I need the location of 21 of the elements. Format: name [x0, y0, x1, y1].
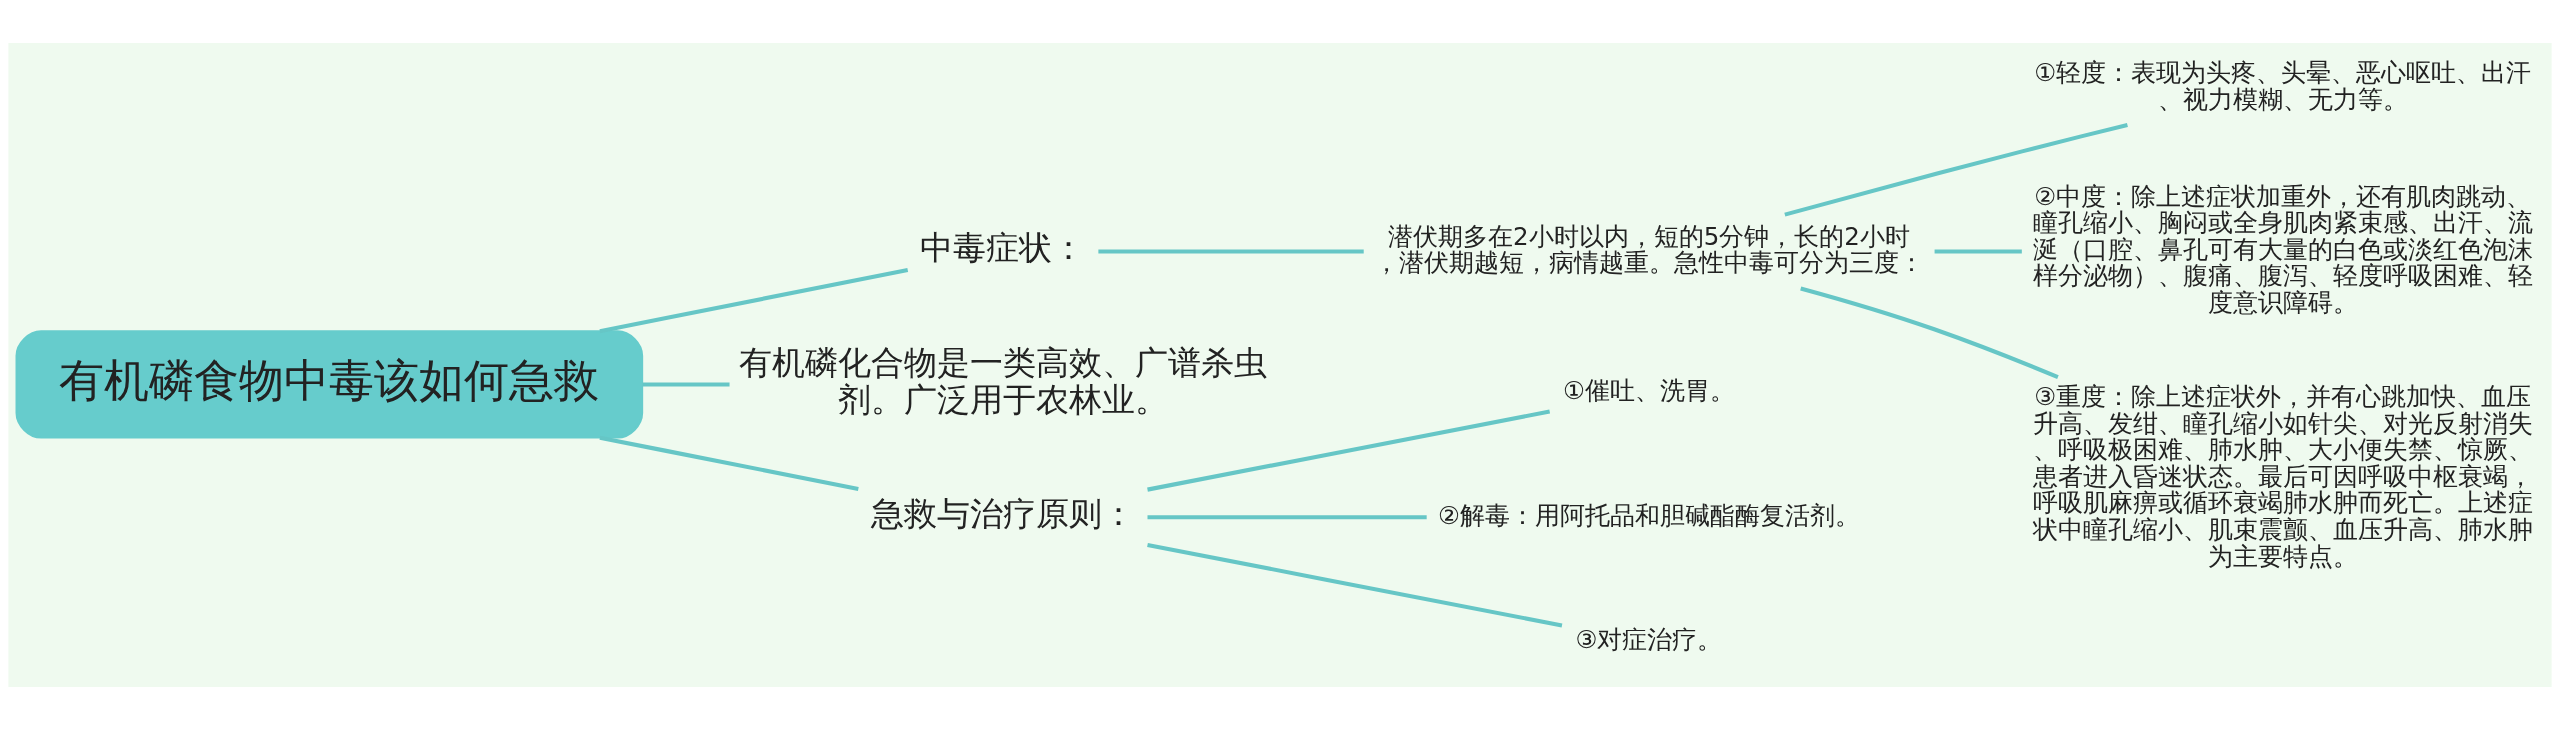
node-text: 有机磷化合物是一类高效、广谱杀虫剂。广泛用于农林业。 [738, 343, 1267, 419]
connector [1934, 249, 2022, 254]
node-box: 有机磷食物中毒该如何急救 [15, 329, 644, 439]
node-text: ②解毒：用阿托品和胆碱酯酶复活剂。 [1438, 500, 1861, 530]
node-text: 急救与治疗原则： [870, 494, 1135, 533]
connector [1147, 409, 1551, 492]
connector [599, 267, 909, 333]
connector [1098, 249, 1364, 254]
node-text: ③重度：除上述症状外，并有心跳加快、血压升高、发绀、瞳孔缩小如针尖、对光反射消失、呼吸极困难、肺水肿、大小便失禁、惊厥、患者进入昏迷状态。最后可因呼吸中枢衰竭，呼吸肌麻痹或循环衰竭肺水肿而死亡。上述症状中瞳孔缩小、肌束震颤、血压升高、肺水肿为主要特点。 [2032, 381, 2533, 571]
connector [599, 435, 859, 491]
connector [1147, 514, 1427, 519]
connector [1800, 285, 2059, 379]
node-text: ①催吐、洗胃。 [1563, 375, 1736, 405]
node-text: 潜伏期多在2小时以内，短的5分钟，长的2小时，潜伏期越短，病情越重。急性中毒可分为三度： [1374, 221, 1925, 277]
node-text: 中毒症状： [920, 228, 1086, 267]
connector [1147, 542, 1563, 627]
connector [1784, 122, 2128, 217]
node-text: ③对症治疗。 [1575, 624, 1723, 654]
connector [642, 381, 730, 386]
node-text: ②中度：除上述症状加重外，还有肌肉跳动、瞳孔缩小、胸闷或全身肌肉紧束感、出汗、流涎（口腔、鼻孔可有大量的白色或淡红色泡沫样分泌物）、腹痛、腹泻、轻度呼吸困难、轻度意识障碍。 [2032, 181, 2533, 317]
node-text: ①轻度：表现为头疼、头晕、恶心呕吐、出汗、视力模糊、无力等。 [2034, 57, 2532, 114]
